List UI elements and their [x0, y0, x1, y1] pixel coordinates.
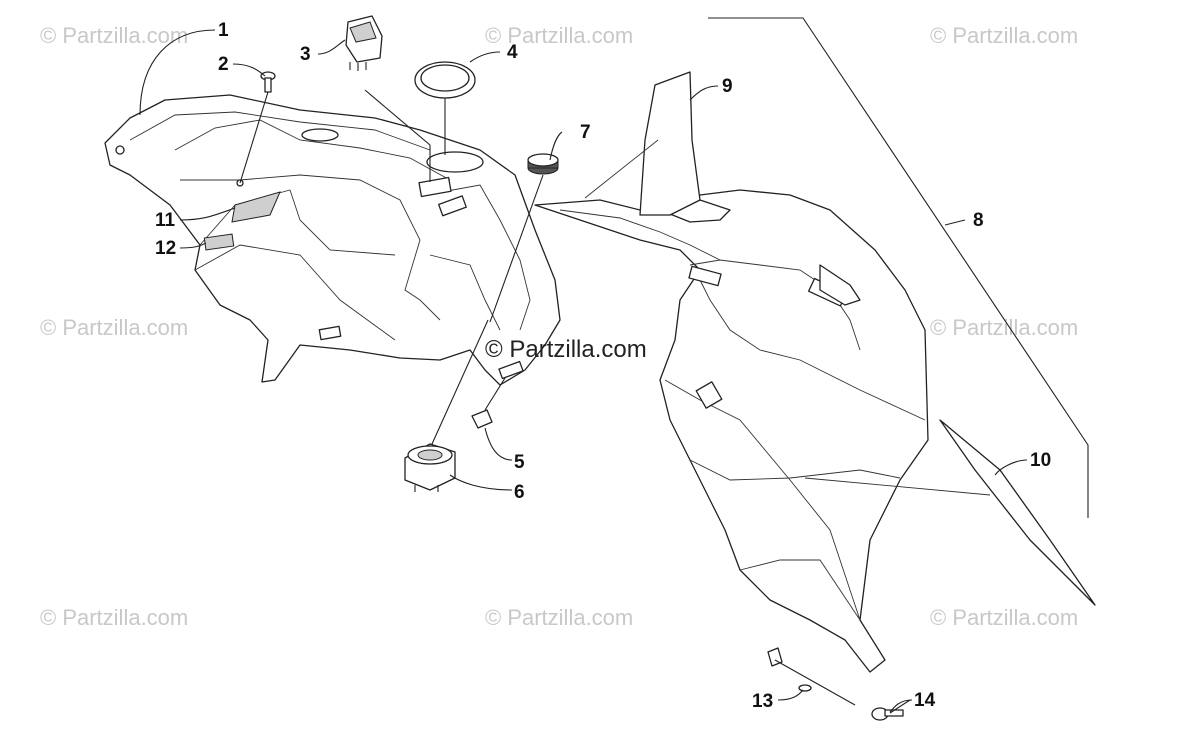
callout-4: 4 [507, 42, 518, 63]
watermarks: © Partzilla.com © Partzilla.com © Partzi… [40, 23, 1078, 630]
callout-5: 5 [514, 452, 525, 473]
center-watermark: © Partzilla.com [485, 336, 647, 363]
watermark: © Partzilla.com [485, 605, 633, 630]
watermark: © Partzilla.com [930, 23, 1078, 48]
watermark: © Partzilla.com [40, 315, 188, 340]
callout-14: 14 [914, 690, 936, 711]
callout-3: 3 [300, 44, 311, 65]
callout-numbers: 1 2 3 4 5 6 7 8 9 10 11 12 13 14 [155, 20, 1051, 712]
watermark: © Partzilla.com [485, 23, 633, 48]
decal-11 [231, 191, 281, 223]
callout-6: 6 [514, 482, 525, 503]
rocker-switch-3 [345, 15, 431, 182]
watermark: © Partzilla.com [40, 23, 188, 48]
callout-2: 2 [218, 54, 229, 75]
watermark: © Partzilla.com [930, 605, 1078, 630]
fastener-13 [767, 647, 856, 706]
watermark: © Partzilla.com [40, 605, 188, 630]
callout-11: 11 [155, 210, 176, 231]
callout-12: 12 [155, 238, 176, 259]
clip-5 [471, 377, 506, 429]
callout-7: 7 [580, 122, 591, 143]
callout-leaders [139, 29, 1028, 713]
side-shroud-panel [534, 189, 929, 673]
panel-9 [584, 71, 701, 216]
callout-8: 8 [973, 210, 984, 231]
gauge-ring-4 [414, 61, 476, 155]
center-watermark-text: © Partzilla.com [485, 336, 647, 363]
bracket-line-8 [708, 17, 1089, 518]
callout-1: 1 [218, 20, 229, 41]
fastener-14 [871, 699, 911, 721]
callout-13: 13 [752, 691, 773, 712]
callout-9: 9 [722, 76, 733, 97]
gauge-6 [404, 319, 489, 492]
front-console-panel [104, 94, 561, 386]
screw-2 [239, 71, 276, 184]
callout-10: 10 [1030, 450, 1051, 471]
